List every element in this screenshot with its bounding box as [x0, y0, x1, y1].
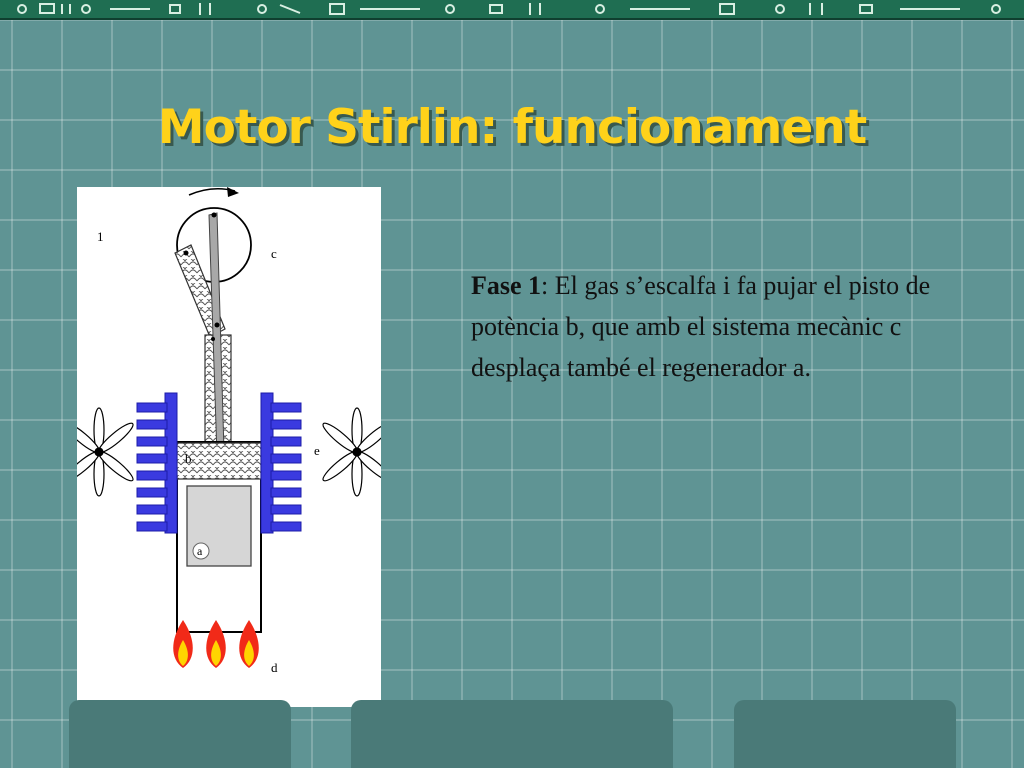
regenerator-label-marker	[192, 542, 210, 560]
top-decor-strip	[0, 0, 1024, 20]
diagram-label-d: d	[271, 660, 278, 675]
burner-flames-icon	[173, 620, 259, 668]
diagram-label-e: e	[314, 443, 320, 458]
right-fan-icon	[322, 407, 381, 497]
phase-label: Fase 1	[471, 271, 542, 300]
diagram-label-b: b	[185, 451, 192, 466]
pivot-dot	[211, 337, 215, 341]
circuit-pattern-icon	[17, 3, 1001, 15]
bottom-decor-box-center	[351, 700, 673, 768]
diagram-label-a: a	[197, 544, 203, 558]
phase-description: Fase 1: El gas s’escalfa i fa pujar el p…	[471, 265, 951, 388]
stirling-engine-illustration: 1 c b e d a	[77, 187, 381, 675]
pivot-dot	[183, 250, 189, 256]
phase-text: : El gas s’escalfa i fa pujar el pisto d…	[471, 271, 931, 382]
bottom-decor-box-left	[69, 700, 291, 768]
bottom-decor-box-right	[734, 700, 956, 768]
left-fan-icon	[77, 407, 134, 497]
rotation-arrow-icon	[188, 187, 239, 197]
stirling-engine-diagram: 1 c b e d a	[77, 187, 381, 707]
slide-title: Motor Stirlin: funcionament	[157, 100, 867, 155]
diagram-label-phase: 1	[97, 229, 104, 244]
diagram-label-c: c	[271, 246, 277, 261]
right-cooling-fins	[260, 392, 302, 534]
left-cooling-fins	[136, 392, 178, 534]
pivot-dot	[211, 212, 217, 218]
power-piston	[176, 442, 262, 480]
pivot-dot	[214, 322, 220, 328]
